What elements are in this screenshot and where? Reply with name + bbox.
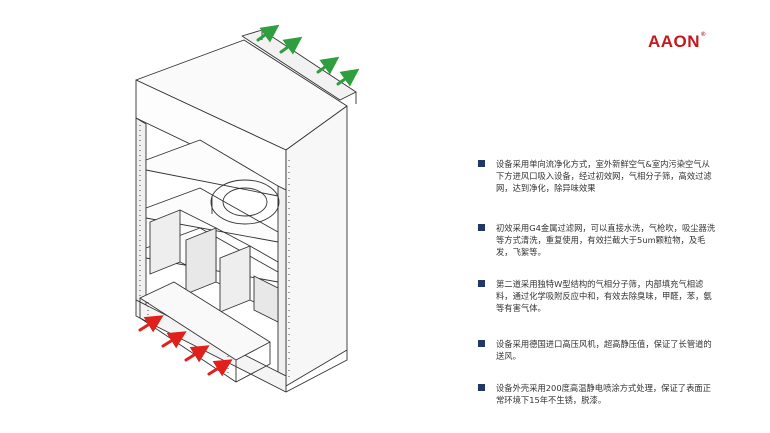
right-frame-post [277,185,287,377]
bullet-square-icon [478,160,485,167]
feature-item: 初效采用G4金属过滤网，可以直接水洗，气枪吹，吸尘器洗等方式清洗，重复使用，有效… [478,222,718,258]
registered-mark: ® [701,32,706,38]
feature-item: 第二道采用独特W型结构的气相分子筛，内部填充气相滤料，通过化学吸附反应中和，有效… [478,278,718,314]
fan-housing [210,179,280,225]
feature-text: 设备外壳采用200度高温静电喷涂方式处理，保证了表面正常环境下15年不生锈，脱漆… [496,383,711,405]
bullet-square-icon [478,384,485,391]
inlet-arrow-3 [184,345,210,363]
aaon-logo: AAON® [648,32,706,52]
air-purifier-unit-illustration [135,24,360,393]
feature-text: 设备采用德国进口高压风机，超高静压值，保证了长管道的送风。 [496,339,712,361]
middle-shelf [145,187,279,243]
filter-module-2 [185,227,217,295]
bullet-square-icon [478,224,485,231]
outlet-arrow-2 [279,36,303,55]
feature-text: 第二道采用独特W型结构的气相分子筛，内部填充气相滤料，通过化学吸附反应中和，有效… [496,279,712,313]
outlet-arrow-3 [316,56,340,75]
outlet-arrow-1 [256,24,280,43]
left-frame-post [135,117,147,306]
inlet-arrow-1 [138,315,164,333]
outlet-arrows [256,24,360,87]
bullet-square-icon [478,280,485,287]
right-side-panel [285,105,348,387]
inlet-arrow-2 [161,331,187,349]
inlet-arrow-4 [207,359,233,377]
bullet-square-icon [478,340,485,347]
feature-item: 设备采用单向流净化方式，室外新鲜空气&室内污染空气从下方进风口吸入设备，经过初效… [478,158,718,194]
feature-item: 设备采用德国进口高压风机，超高静压值，保证了长管道的送风。 [478,338,718,362]
feature-text: 初效采用G4金属过滤网，可以直接水洗，气枪吹，吸尘器洗等方式清洗，重复使用，有效… [496,223,716,257]
inlet-arrows [138,315,233,377]
upper-shelf [145,139,279,197]
feature-text: 设备采用单向流净化方式，室外新鲜空气&室内污染空气从下方进风口吸入设备，经过初效… [496,159,712,193]
filter-module-3 [219,245,251,313]
feature-item: 设备外壳采用200度高温静电喷涂方式处理，保证了表面正常环境下15年不生锈，脱漆… [478,382,718,406]
logo-text: AAON [648,32,701,51]
outlet-arrow-4 [336,68,360,87]
